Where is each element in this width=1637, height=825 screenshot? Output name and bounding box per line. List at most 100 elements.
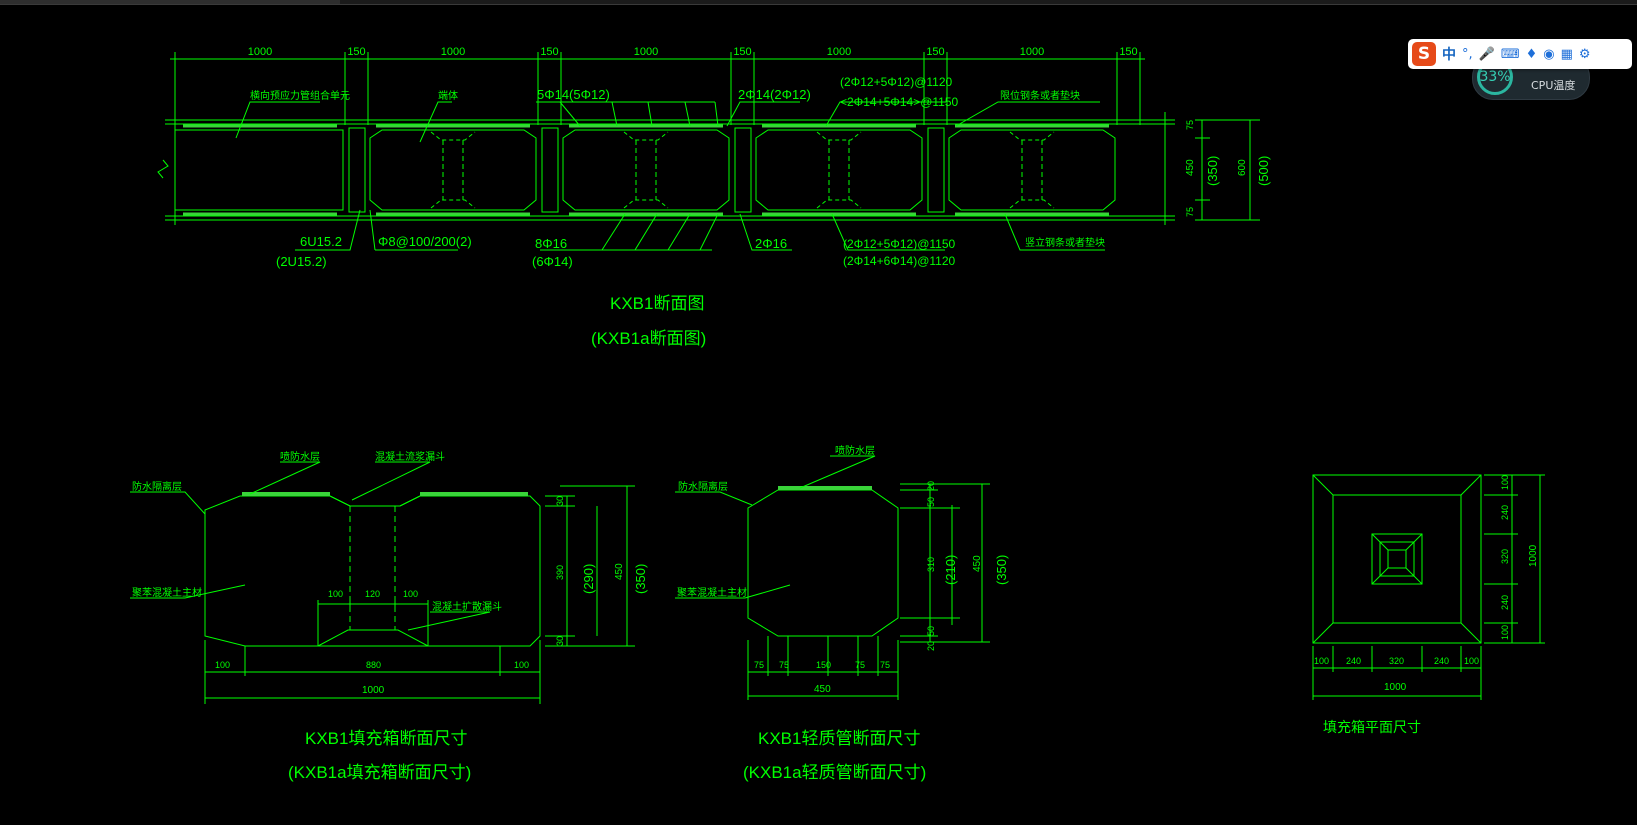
callout-vertical-bar: 竖立钢条或者垫块 (1025, 236, 1105, 249)
toolbox-icon[interactable]: ▦ (1560, 46, 1573, 62)
label-isolation-layer: 防水隔离层 (132, 480, 182, 493)
keyboard-icon[interactable]: ⌨ (1500, 46, 1520, 62)
dim-pv-b-320: 320 (1389, 656, 1404, 666)
dim-350: (350) (1205, 156, 1220, 186)
dim-lt-450: 450 (972, 555, 983, 572)
label-tube-waterproof: 喷防水层 (835, 444, 875, 457)
callout-2phi16: 2Φ16 (755, 236, 787, 251)
dim-lt-210: (210) (943, 555, 958, 585)
dim-500: (500) (1256, 156, 1271, 186)
dim-pv-b-240-left: 240 (1346, 656, 1361, 666)
dim-lt-20-top: 20 (926, 481, 936, 491)
dim-fb-30-bottom: 30 (555, 636, 565, 646)
ime-toolbar[interactable]: S 中 °, 🎤 ⌨ ♦ ◉ ▦ ⚙ (1408, 39, 1632, 69)
dim-pv-r-100-bottom: 100 (1500, 625, 1510, 640)
fill-box-title: KXB1填充箱断面尺寸 (305, 729, 467, 748)
settings-icon[interactable]: ⚙ (1578, 46, 1591, 62)
section-title: KXB1断面图 (610, 294, 704, 313)
light-tube-section (675, 455, 990, 700)
label-waterproof-coat: 喷防水层 (280, 450, 320, 463)
dim-pv-b-100-right: 100 (1464, 656, 1479, 666)
section-subtitle: (KXB1a断面图) (591, 329, 706, 348)
callout-rebar-1120-b: (2Φ14+6Φ14)@1120 (843, 254, 956, 268)
dim-75-top: 75 (1185, 120, 1195, 130)
top-dim-7: 150 (926, 46, 944, 58)
dim-lt-bottom-75-d: 75 (880, 660, 890, 670)
app-tab-bar (0, 0, 1637, 5)
top-dim-4: 1000 (634, 46, 658, 58)
fill-box-subtitle: (KXB1a填充箱断面尺寸) (288, 763, 471, 782)
dim-lt-50-top: 50 (926, 497, 936, 507)
dim-pv-b-100-left: 100 (1314, 656, 1329, 666)
dim-pv-r-320: 320 (1500, 549, 1510, 564)
callout-5phi14: 5Φ14(5Φ12) (537, 87, 610, 102)
dim-pv-r-100-top: 100 (1500, 475, 1510, 490)
callout-end-body: 端体 (438, 89, 458, 102)
cpu-label: CPU温度 (1531, 79, 1576, 92)
ime-mode-toggle[interactable]: 中 (1442, 47, 1456, 63)
label-tube-material: 聚苯混凝土主材 (677, 586, 747, 599)
dim-fb-390: 390 (555, 565, 565, 580)
dim-bottom-880: 880 (366, 660, 381, 670)
callout-6phi14: (6Φ14) (532, 254, 573, 269)
dim-pv-r-1000: 1000 (1528, 544, 1539, 567)
dim-pv-r-240-top: 240 (1500, 505, 1510, 520)
fill-box-section (130, 461, 635, 704)
callout-2u152: (2U15.2) (276, 254, 327, 269)
callout-rebar-1150-b: (2Φ12+5Φ12)@1150 (843, 237, 956, 251)
callout-rebar-1120: (2Φ12+5Φ12)@1120 (840, 75, 953, 89)
label-tube-isolation: 防水隔离层 (678, 480, 728, 493)
dim-lt-bottom-75-a: 75 (754, 660, 764, 670)
dim-bottom-100-right: 100 (514, 660, 529, 670)
dim-bottom-100-left: 100 (215, 660, 230, 670)
dim-lt-total-450: 450 (814, 684, 831, 695)
punctuation-icon[interactable]: °, (1462, 46, 1473, 62)
light-tube-subtitle: (KXB1a轻质管断面尺寸) (743, 763, 926, 782)
plan-view (1312, 474, 1545, 700)
dim-450: 450 (1185, 159, 1196, 176)
top-dim-1: 150 (347, 46, 365, 58)
dim-lt-350: (350) (994, 555, 1009, 585)
dim-pv-total-1000: 1000 (1384, 682, 1407, 693)
callout-limit-bar: 限位钢条或者垫块 (1000, 89, 1080, 102)
skin-icon[interactable]: ♦ (1525, 46, 1538, 62)
top-dim-2: 1000 (441, 46, 465, 58)
dim-inner-100-right: 100 (403, 589, 418, 599)
assistant-icon[interactable]: ◉ (1543, 46, 1555, 62)
callout-transverse-unit: 横向预应力管组合单元 (250, 89, 350, 102)
dim-75-bottom: 75 (1185, 207, 1195, 217)
sogou-logo-icon[interactable]: S (1412, 42, 1436, 66)
top-dim-8: 1000 (1020, 46, 1044, 58)
dim-lt-50-bottom: 50 (926, 626, 936, 636)
dim-inner-120: 120 (365, 589, 380, 599)
plan-view-title: 填充箱平面尺寸 (1323, 720, 1421, 736)
top-dim-6: 1000 (827, 46, 851, 58)
dim-600: 600 (1237, 159, 1248, 176)
dim-pv-b-240-right: 240 (1434, 656, 1449, 666)
dim-lt-bottom-75-c: 75 (855, 660, 865, 670)
microphone-icon[interactable]: 🎤 (1478, 46, 1495, 62)
callout-2phi14: 2Φ14(2Φ12) (738, 87, 811, 102)
dim-lt-310: 310 (926, 557, 936, 572)
callout-6u152: 6U15.2 (300, 234, 342, 249)
dim-lt-bottom-75-b: 75 (779, 660, 789, 670)
top-dim-0: 1000 (248, 46, 272, 58)
light-tube-title: KXB1轻质管断面尺寸 (758, 729, 920, 748)
dim-total-1000: 1000 (362, 685, 385, 696)
section-drawing (157, 52, 1260, 251)
label-main-material: 聚苯混凝土主材 (132, 586, 202, 599)
callout-stirrup: Φ8@100/200(2) (378, 234, 472, 249)
document-tabs[interactable] (0, 0, 340, 4)
dim-inner-100-left: 100 (328, 589, 343, 599)
top-dim-3: 150 (540, 46, 558, 58)
label-flow-funnel: 混凝土流浆漏斗 (375, 450, 445, 463)
dim-fb-350: (350) (633, 564, 648, 594)
dim-lt-20-bottom: 20 (926, 641, 936, 651)
top-dim-5: 150 (733, 46, 751, 58)
top-dim-9: 150 (1119, 46, 1137, 58)
callout-rebar-1150: <2Φ14+5Φ14>@1150 (840, 95, 959, 109)
cpu-percent: 33% (1479, 69, 1511, 85)
dim-lt-bottom-150: 150 (816, 660, 831, 670)
dim-fb-450: 450 (614, 563, 625, 580)
